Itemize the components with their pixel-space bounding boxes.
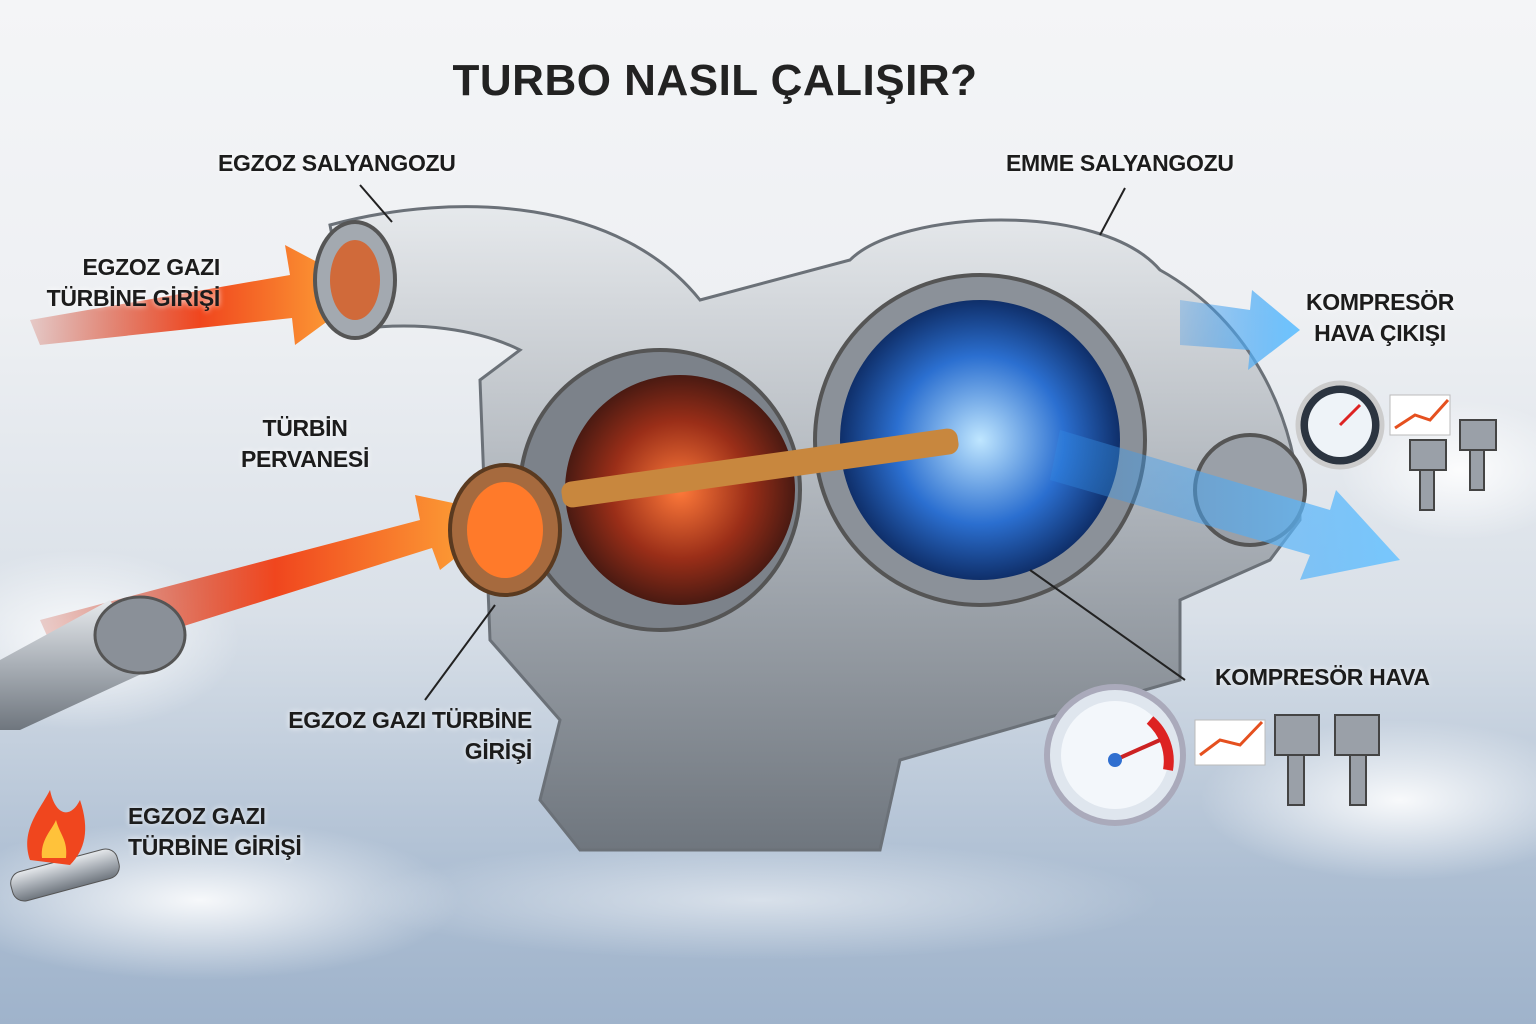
label-exhaust-inlet-bottom: EGZOZ GAZI TÜRBİNE GİRİŞİ [128, 801, 302, 863]
label-exhaust-inlet-middle: EGZOZ GAZI TÜRBİNE GİRİŞİ [230, 705, 532, 767]
label-line: EGZOZ GAZI [128, 803, 266, 829]
piston-icons-small [1409, 419, 1497, 511]
label-line: TÜRBİN [262, 415, 348, 441]
label-intake-housing: EMME SALYANGOZU [1006, 150, 1234, 176]
boost-gauge-small [1295, 380, 1451, 470]
label-line: EGZOZ GAZI TÜRBİNE [288, 707, 532, 733]
label-exhaust-housing: EGZOZ SALYANGOZU [218, 150, 456, 176]
exhaust-pipe [0, 595, 187, 730]
label-compressor-air: KOMPRESÖR HAVA [1215, 664, 1430, 690]
leader-lines [359, 184, 1186, 701]
label-line: GİRİŞİ [464, 738, 533, 764]
page-title: TURBO NASIL ÇALIŞIR? [452, 56, 978, 105]
exhaust-flow-arrow-top [30, 245, 370, 345]
compressor-outlet-arrow [1180, 290, 1300, 370]
label-line: KOMPRESÖR [1305, 289, 1455, 315]
label-line: HAVA ÇIKIŞI [1314, 320, 1446, 346]
label-line: EGZOZ GAZI [82, 254, 220, 280]
compressor-wheel [840, 300, 1120, 580]
label-line: TÜRBİNE GİRİŞİ [128, 834, 302, 860]
label-exhaust-inlet-top: EGZOZ GAZI TÜRBİNE GİRİŞİ [20, 252, 221, 314]
boost-gauge-large [1044, 684, 1266, 826]
label-line: PERVANESİ [240, 446, 370, 472]
turbo-shaft [561, 428, 959, 508]
label-turbine-wheel: TÜRBİN PERVANESİ [205, 413, 405, 475]
flame-pipe-icon [10, 790, 120, 902]
piston-icons-large [1274, 714, 1380, 806]
label-line: TÜRBİNE GİRİŞİ [46, 285, 221, 311]
compressor-air-arrow [1050, 430, 1400, 580]
label-compressor-outlet: KOMPRESÖR HAVA ÇIKIŞI [1280, 287, 1480, 349]
